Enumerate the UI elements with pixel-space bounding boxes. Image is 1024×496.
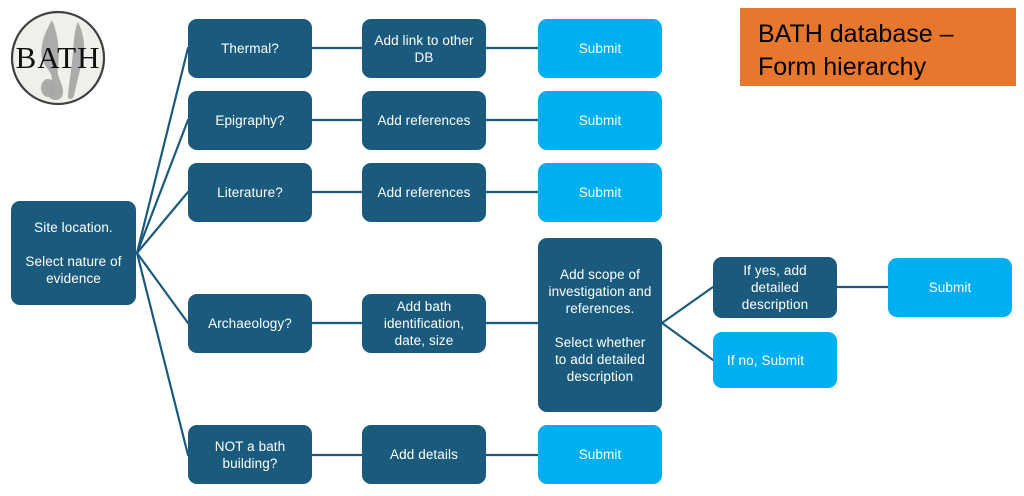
edge-root-archaeology <box>135 251 190 325</box>
edge-scope-ifno <box>660 321 715 362</box>
node-submit-if-yes[interactable]: Submit <box>888 258 1012 317</box>
node-submit-literature[interactable]: Submit <box>538 163 662 222</box>
node-add-references-literature[interactable]: Add references <box>362 163 486 222</box>
edge-scope-ifyes <box>660 285 715 325</box>
node-add-references-epigraphy[interactable]: Add references <box>362 91 486 150</box>
edge-root-thermal <box>135 46 190 255</box>
node-add-scope-of-investigation[interactable]: Add scope of investigation and reference… <box>538 238 662 412</box>
edge-root-notbath <box>135 251 190 457</box>
node-if-yes-detailed-description[interactable]: If yes, add detailed description <box>713 257 837 318</box>
edge-root-literature <box>135 190 190 255</box>
node-literature[interactable]: Literature? <box>188 163 312 222</box>
node-add-link-other-db[interactable]: Add link to other DB <box>362 19 486 78</box>
node-submit-thermal[interactable]: Submit <box>538 19 662 78</box>
node-thermal[interactable]: Thermal? <box>188 19 312 78</box>
node-add-details[interactable]: Add details <box>362 425 486 484</box>
node-archaeology[interactable]: Archaeology? <box>188 294 312 353</box>
node-submit-epigraphy[interactable]: Submit <box>538 91 662 150</box>
node-not-a-bath-building[interactable]: NOT a bath building? <box>188 425 312 484</box>
node-site-location[interactable]: Site location. Select nature of evidence <box>11 201 136 305</box>
node-submit-not-bath[interactable]: Submit <box>538 425 662 484</box>
bath-logo: BATH <box>8 8 108 108</box>
edge-root-epigraphy <box>135 118 190 255</box>
bath-logo-label: BATH <box>15 40 101 75</box>
node-add-bath-identification[interactable]: Add bath identification, date, size <box>362 294 486 353</box>
node-if-no-submit[interactable]: If no, Submit <box>713 332 837 388</box>
title-box: BATH database – Form hierarchy <box>740 8 1016 86</box>
bath-logo-icon <box>10 10 106 106</box>
node-epigraphy[interactable]: Epigraphy? <box>188 91 312 150</box>
